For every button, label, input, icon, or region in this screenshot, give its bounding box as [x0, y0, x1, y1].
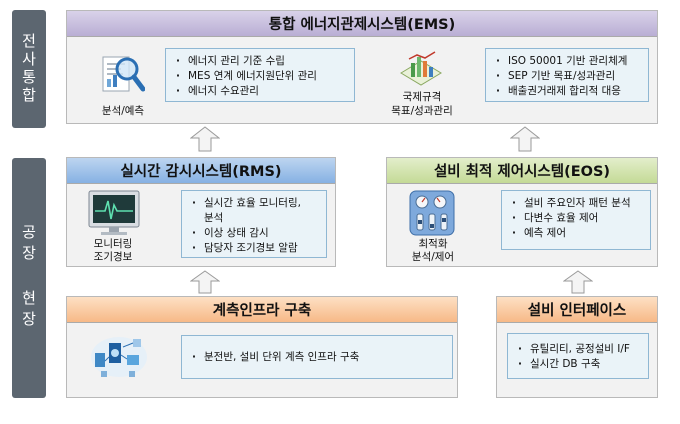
list-item: 분전반, 설비 단위 계측 인프라 구축	[192, 350, 359, 365]
list-item: 에너지 수요관리	[176, 84, 346, 99]
list-item: 유틸리티, 공정설비 I/F	[518, 342, 630, 357]
list-item: MES 연계 에너지원단위 관리	[176, 69, 346, 84]
up-arrow-rms-to-ems	[189, 126, 221, 156]
list-item: 다변수 효율 제어	[512, 211, 642, 226]
interface-list: 유틸리티, 공정설비 I/F 실시간 DB 구축	[507, 333, 649, 379]
control-panel-gauges-icon	[409, 190, 455, 240]
infra-list: 분전반, 설비 단위 계측 인프라 구축	[181, 335, 453, 379]
up-arrow-interface-to-eos	[562, 270, 594, 298]
rms-caption-line2: 조기경보	[93, 251, 133, 263]
eos-caption-line2: 분석/제어	[411, 251, 455, 263]
list-item: 배출권거래제 합리적 대응	[496, 84, 640, 99]
eos-panel: 설비 최적 제어시스템(EOS) 최적화 분석/제어 설비 주요인자 패턴 분석…	[386, 157, 658, 267]
rms-list: 실시간 효율 모니터링, 분석 이상 상태 감시 담당자 조기경보 알람	[181, 190, 327, 258]
list-item: ISO 50001 기반 관리체계	[496, 54, 640, 69]
list-item: 담당자 조기경보 알람	[192, 241, 318, 256]
ems-caption-standard-line1: 국제규격	[402, 91, 442, 103]
list-item: 예측 제어	[512, 226, 642, 241]
list-item: 이상 상태 감시	[192, 226, 318, 241]
document-chart-icon	[397, 49, 445, 97]
list-item: 설비 주요인자 패턴 분석	[512, 196, 642, 211]
side-label-plant-text: 공장 현장	[19, 224, 38, 332]
ems-caption-analysis: 분석/예측	[101, 105, 145, 117]
list-item: 실시간 DB 구축	[518, 357, 630, 372]
monitor-waveform-icon	[87, 189, 141, 241]
up-arrow-eos-to-ems	[509, 126, 541, 156]
list-item-continuation: 분석	[204, 212, 224, 224]
ems-list-left: 에너지 관리 기준 수립 MES 연계 에너지원단위 관리 에너지 수요관리	[165, 48, 355, 102]
side-label-plant: 공장 현장	[12, 158, 46, 398]
infra-panel: 계측인프라 구축 분전반, 설비 단위 계측 인프라 구축	[66, 296, 458, 398]
ems-caption-standard-line2: 목표/성과관리	[391, 105, 453, 117]
side-label-corporate-text: 전사통합	[19, 33, 38, 105]
rms-caption-line1: 모니터링	[93, 238, 133, 250]
list-item: 실시간 효율 모니터링,	[192, 196, 318, 211]
list-item: 에너지 관리 기준 수립	[176, 54, 346, 69]
infra-title: 계측인프라 구축	[67, 297, 457, 323]
eos-title: 설비 최적 제어시스템(EOS)	[387, 158, 657, 184]
interface-panel: 설비 인터페이스 유틸리티, 공정설비 I/F 실시간 DB 구축	[496, 296, 658, 398]
rms-title: 실시간 감시시스템(RMS)	[67, 158, 335, 184]
side-label-corporate: 전사통합	[12, 10, 46, 128]
ems-panel: 통합 에너지관제시스템(EMS) 분석/예측 에너지 관리 기준 수립 MES …	[66, 10, 658, 124]
ems-title: 통합 에너지관제시스템(EMS)	[67, 11, 657, 37]
eos-list: 설비 주요인자 패턴 분석 다변수 효율 제어 예측 제어	[501, 190, 651, 250]
metering-network-icon	[89, 331, 149, 385]
ems-list-right: ISO 50001 기반 관리체계 SEP 기반 목표/성과관리 배출권거래제 …	[485, 48, 649, 102]
magnifier-chart-icon	[97, 49, 146, 103]
list-item: SEP 기반 목표/성과관리	[496, 69, 640, 84]
up-arrow-infra-to-rms	[189, 270, 221, 298]
interface-title: 설비 인터페이스	[497, 297, 657, 323]
eos-caption-line1: 최적화	[418, 238, 448, 250]
rms-panel: 실시간 감시시스템(RMS) 모니터링 조기경보 실시간 효율 모니터링, 분석…	[66, 157, 336, 267]
